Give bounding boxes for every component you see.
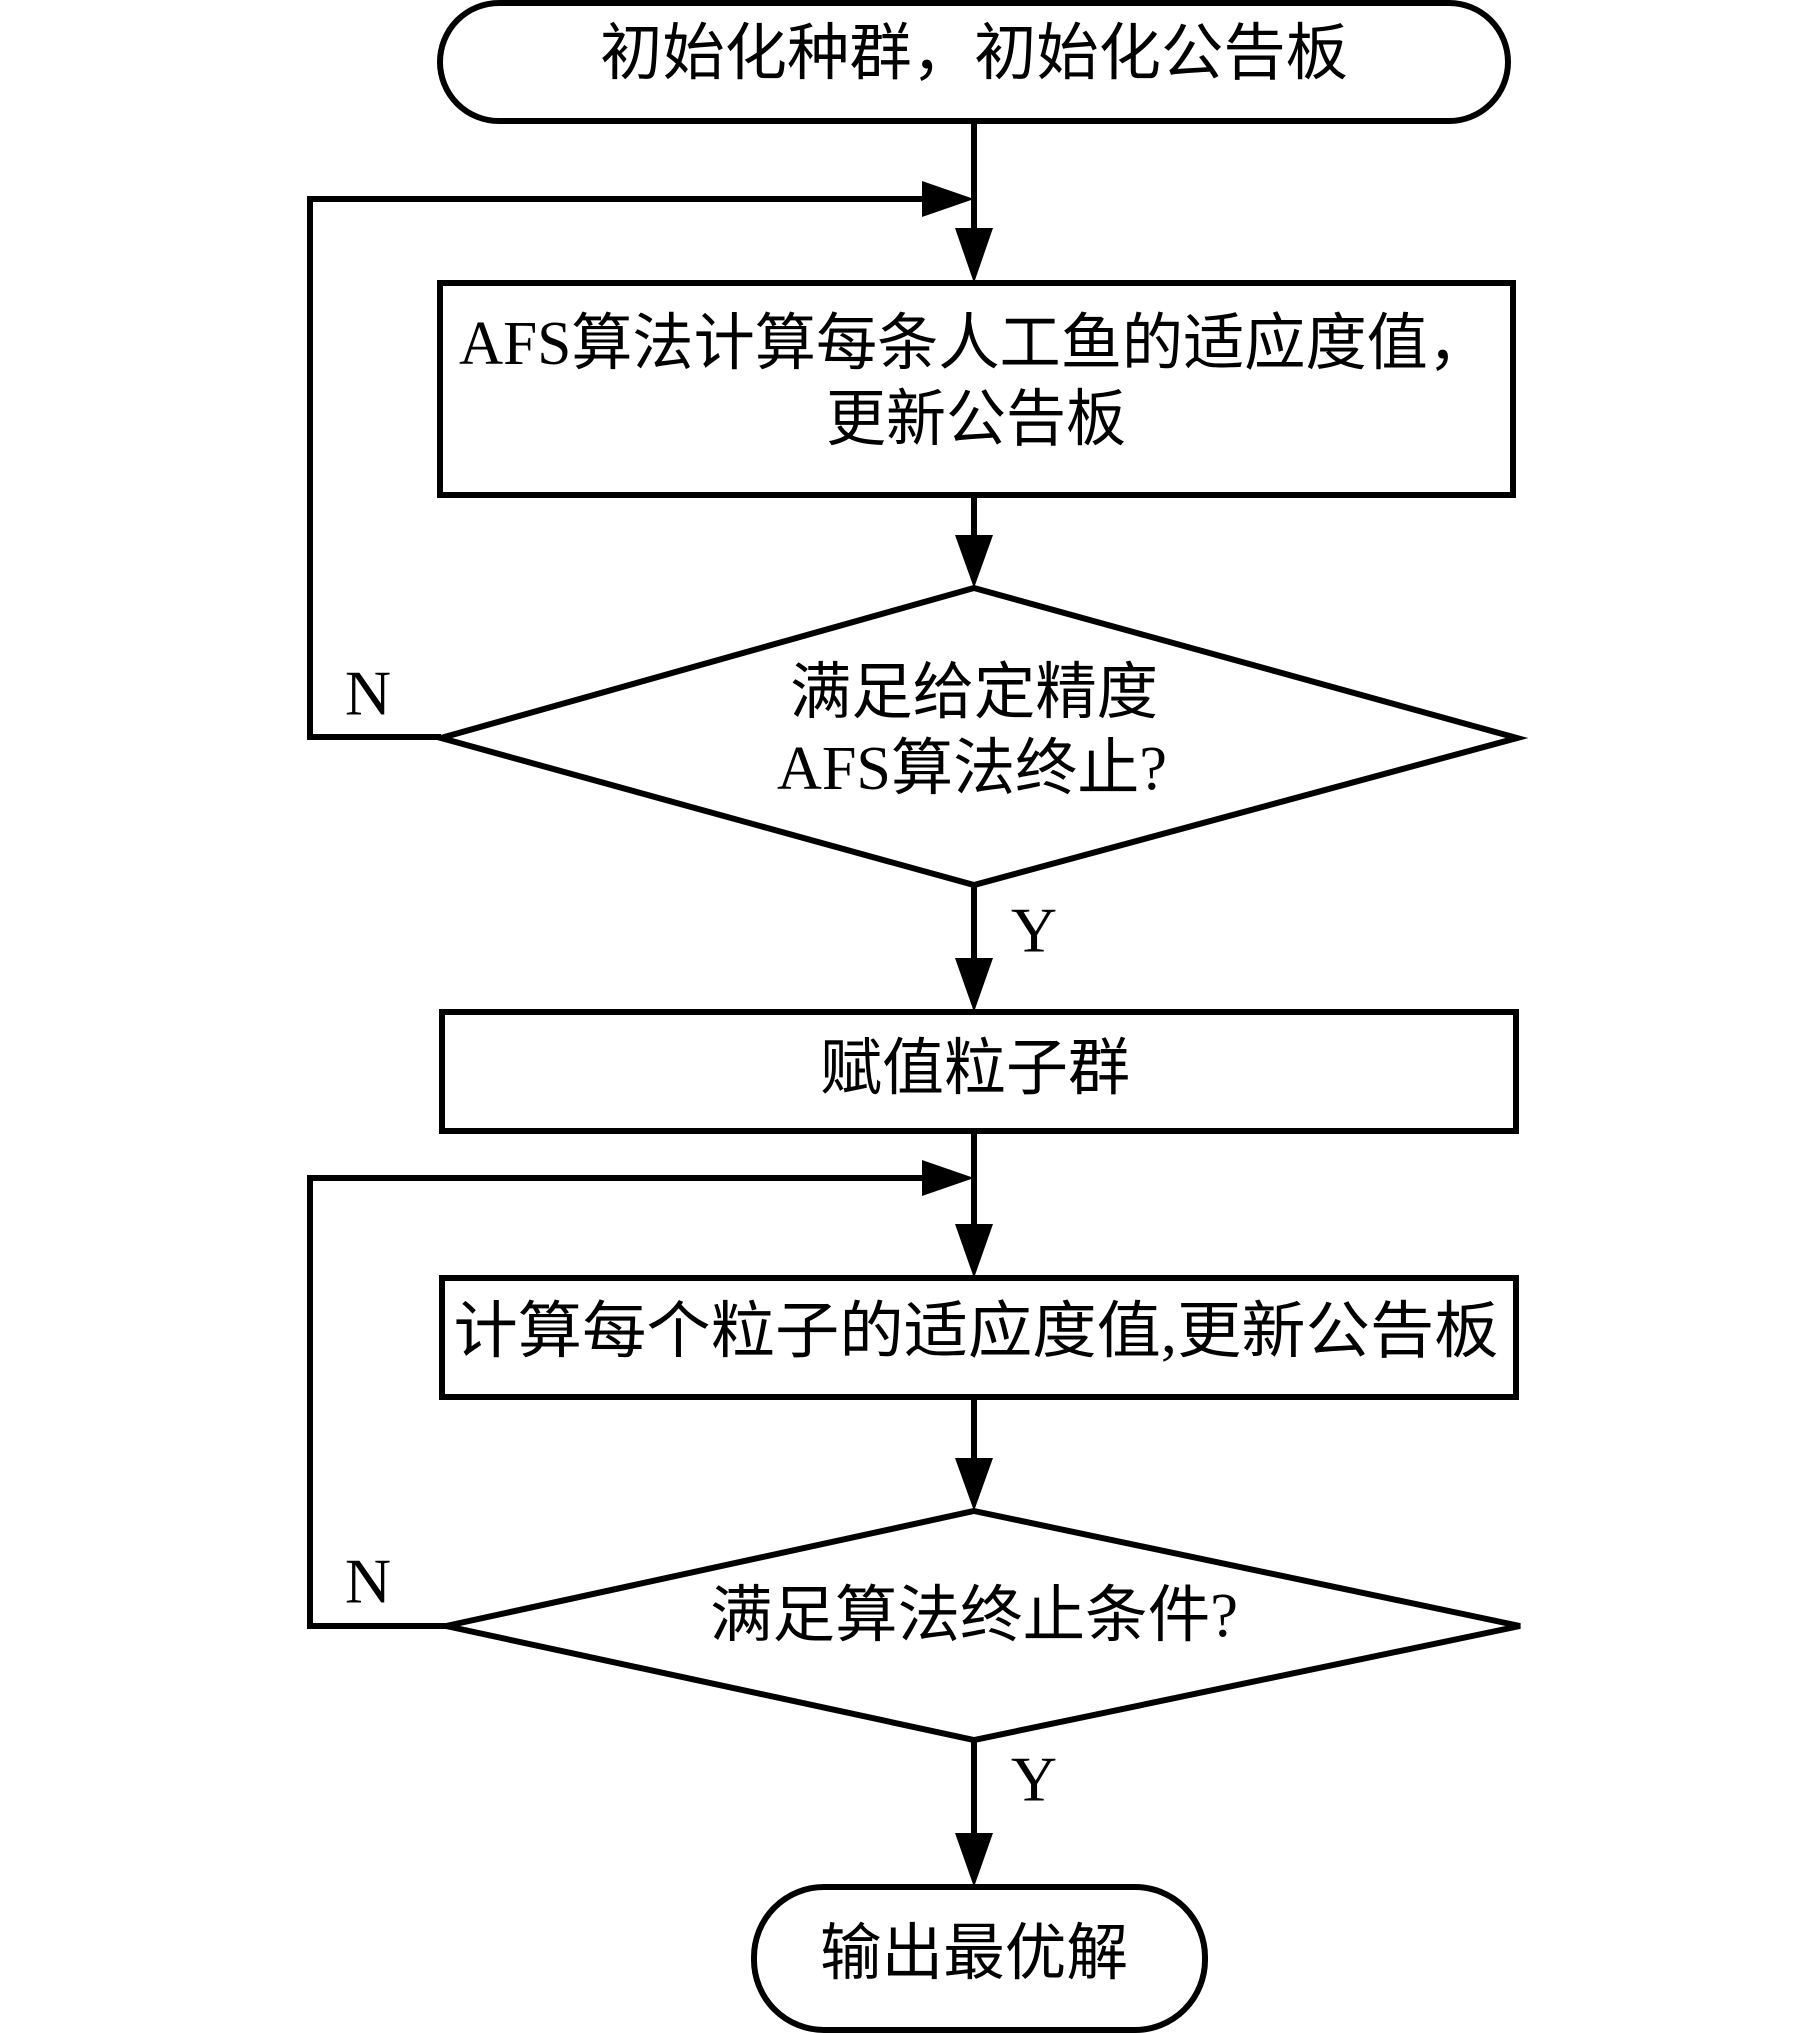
arrowhead-down-icon — [955, 1224, 993, 1278]
edge-afs-check-no-loop: N — [307, 181, 974, 740]
node-pso-check: 满足算法终止条件? — [445, 1507, 1521, 1744]
node-assign-pso-text: 赋值粒子群 — [820, 1035, 1130, 1103]
node-pso-check-text: 满足算法终止条件? — [710, 1582, 1238, 1650]
process-assign-pso-shape — [439, 1009, 1519, 1134]
node-pso-compute-text: 计算每个粒子的适应度值,更新公告板 — [454, 1298, 1499, 1366]
terminal-end-shape — [751, 1884, 1208, 2033]
arrowhead-down-icon — [955, 535, 993, 588]
arrowhead-down-icon — [955, 958, 993, 1012]
process-afs-compute-shape — [437, 280, 1516, 498]
node-afs-check: 满足给定精度 AFS算法终止? — [429, 584, 1529, 889]
node-end-text: 输出最优解 — [820, 1920, 1128, 1988]
node-assign-pso: 赋值粒子群 — [439, 1009, 1519, 1134]
branch-label-yes: Y — [1011, 1744, 1057, 1815]
branch-label-no: N — [345, 658, 391, 729]
edge-afs-check-yes: Y — [955, 885, 1057, 1012]
branch-label-yes: Y — [1011, 895, 1057, 966]
branch-label-no: N — [345, 1546, 391, 1617]
arrowhead-down-icon — [955, 1833, 993, 1887]
arrowhead-right-icon — [922, 1160, 974, 1196]
edge-start-to-afs-compute — [955, 121, 993, 283]
node-afs-compute-text-line2: 更新公告板 — [826, 386, 1126, 454]
node-start: 初始化种群，初始化公告板 — [437, 0, 1511, 124]
node-start-text: 初始化种群，初始化公告板 — [600, 20, 1348, 88]
node-afs-compute-text-line1: AFS算法计算每条人工鱼的适应度值， — [459, 310, 1489, 378]
node-end: 输出最优解 — [751, 1884, 1208, 2033]
edge-pso-compute-to-pso-check — [955, 1397, 993, 1511]
arrowhead-down-icon — [955, 228, 993, 283]
edge-line — [307, 196, 940, 740]
process-pso-compute-shape — [439, 1275, 1519, 1400]
node-afs-compute: AFS算法计算每条人工鱼的适应度值， 更新公告板 — [437, 280, 1516, 498]
arrowhead-down-icon — [955, 1458, 993, 1511]
arrowhead-right-icon — [922, 181, 974, 217]
edge-pso-check-no-loop: N — [307, 1160, 974, 1629]
edge-line — [307, 1175, 940, 1629]
node-afs-check-text-line2: AFS算法终止? — [777, 735, 1167, 803]
edge-afs-compute-to-afs-check — [955, 495, 993, 588]
edge-pso-check-yes: Y — [955, 1740, 1057, 1887]
node-pso-compute: 计算每个粒子的适应度值,更新公告板 — [439, 1275, 1519, 1400]
edge-assign-pso-to-pso-compute — [955, 1131, 993, 1278]
node-afs-check-text-line1: 满足给定精度 — [790, 659, 1158, 727]
